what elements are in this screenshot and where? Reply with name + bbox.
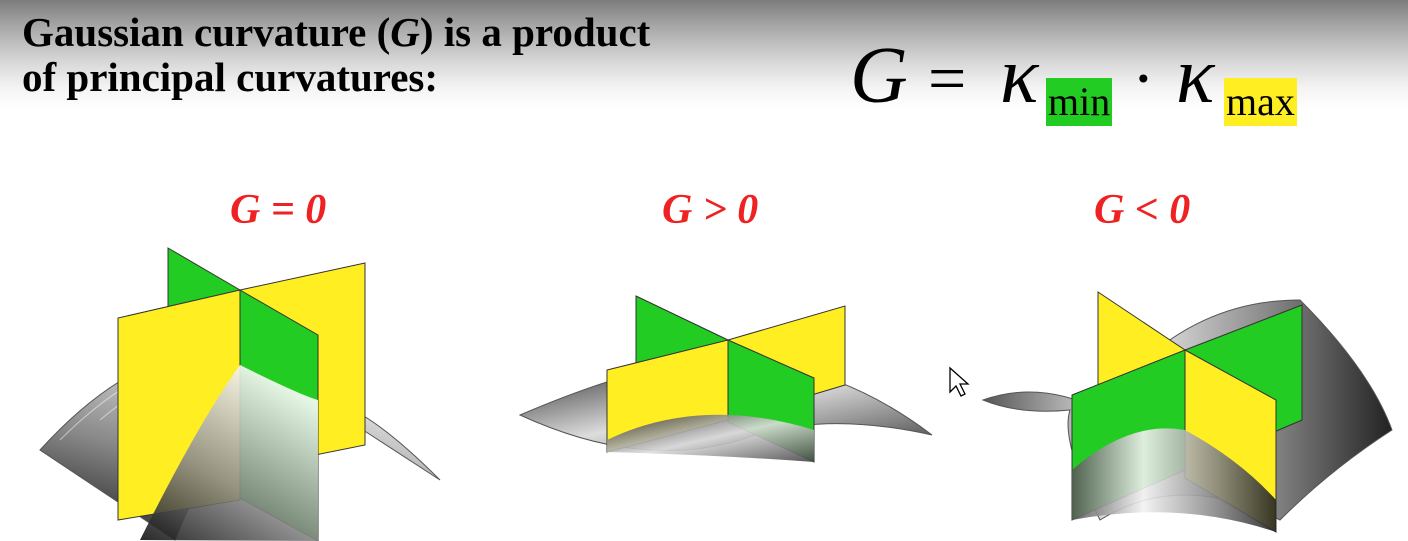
header-background [0, 0, 1408, 110]
heading-line-2: of principal curvatures: [22, 54, 439, 100]
formula-equals: = [928, 40, 967, 116]
subscript-max: max [1224, 78, 1297, 126]
label-g-positive: G > 0 [662, 187, 759, 233]
label-g-negative: G < 0 [1094, 187, 1191, 233]
slide-heading: Gaussian curvature (G) is a product of p… [22, 10, 650, 100]
formula-kappa-min: κ [1000, 32, 1039, 120]
subscript-min: min [1046, 78, 1113, 126]
saddle-front-patch [1072, 428, 1276, 532]
formula-kappa-max: κ [1176, 32, 1215, 120]
label-g-zero: G = 0 [230, 187, 327, 233]
cylinder-front-patch [140, 365, 318, 541]
formula-G: G [850, 32, 908, 120]
dome-front-patch [607, 414, 814, 462]
formula-dot: · [1132, 40, 1155, 116]
heading-line-1: Gaussian curvature (G) is a product [22, 9, 651, 55]
mouse-pointer-icon [949, 366, 970, 397]
